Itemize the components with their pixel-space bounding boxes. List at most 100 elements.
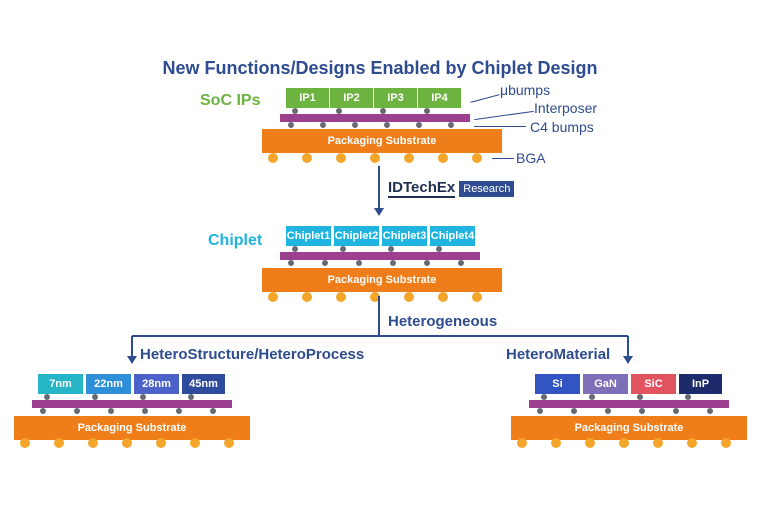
c4-bump	[571, 408, 577, 414]
c4-bump	[458, 260, 464, 266]
bga-ball	[585, 438, 595, 448]
material-chip: InP	[679, 374, 723, 394]
microbump	[436, 246, 442, 252]
bga-ball	[122, 438, 132, 448]
chiplet-chip: Chiplet4	[430, 226, 476, 246]
bga-ball	[404, 292, 414, 302]
microbump	[44, 394, 50, 400]
interposer	[280, 114, 470, 122]
chiplet-chip: Chiplet3	[382, 226, 428, 246]
chiplet-chip: Chiplet2	[334, 226, 380, 246]
bga-ball	[20, 438, 30, 448]
microbump	[292, 246, 298, 252]
bga-ball	[302, 292, 312, 302]
bga-ball	[687, 438, 697, 448]
c4-bump	[537, 408, 543, 414]
c4-bumps-callout: C4 bumps	[530, 119, 594, 135]
packaging-substrate: Packaging Substrate	[262, 129, 502, 153]
bga-ball	[336, 292, 346, 302]
microbump	[388, 246, 394, 252]
idtechex-logo: IDTechEx Research	[388, 179, 515, 198]
logo-wordmark: IDTechEx	[388, 179, 456, 198]
bga-ball	[54, 438, 64, 448]
c4-bump	[356, 260, 362, 266]
callout-line	[492, 158, 514, 159]
c4-bump	[40, 408, 46, 414]
heterostructure-label: HeteroStructure/HeteroProcess	[140, 346, 365, 363]
microbump	[589, 394, 595, 400]
process-chip: 22nm	[86, 374, 132, 394]
microbump	[637, 394, 643, 400]
callout-line	[474, 126, 526, 127]
process-chip: 28nm	[134, 374, 180, 394]
soc-chip: IP2	[330, 88, 374, 108]
interposer	[280, 252, 480, 260]
interposer-callout: Interposer	[534, 100, 598, 116]
c4-bump	[384, 122, 390, 128]
hetero-process-package: 7nm 22nm 28nm 45nm Packaging Substrate	[14, 374, 250, 448]
soc-chip: IP1	[286, 88, 330, 108]
microbump	[140, 394, 146, 400]
material-chip: GaN	[583, 374, 629, 394]
bga-ball	[190, 438, 200, 448]
microbump	[92, 394, 98, 400]
microbump	[292, 108, 298, 114]
c4-bump	[424, 260, 430, 266]
bga-ball	[370, 292, 380, 302]
bga-ball	[438, 292, 448, 302]
c4-bump	[605, 408, 611, 414]
soc-chip: IP4	[418, 88, 462, 108]
bga-ball	[268, 153, 278, 163]
c4-bump	[288, 122, 294, 128]
microbump	[340, 246, 346, 252]
c4-bump	[416, 122, 422, 128]
process-chip: 45nm	[182, 374, 226, 394]
soc-chip: IP3	[374, 88, 418, 108]
heteromaterial-label: HeteroMaterial	[506, 346, 611, 363]
microbumps-callout: μbumps	[500, 82, 551, 98]
process-chip: 7nm	[38, 374, 84, 394]
c4-bump	[74, 408, 80, 414]
microbump	[188, 394, 194, 400]
c4-bump	[673, 408, 679, 414]
bga-ball	[438, 153, 448, 163]
chiplet-package: Chiplet1 Chiplet2 Chiplet3 Chiplet4 Pack…	[262, 226, 502, 306]
material-chip: Si	[535, 374, 581, 394]
bga-ball	[619, 438, 629, 448]
bga-ball	[156, 438, 166, 448]
c4-bump	[352, 122, 358, 128]
c4-bump	[448, 122, 454, 128]
soc-ips-label: SoC IPs	[200, 92, 261, 109]
bga-ball	[517, 438, 527, 448]
soc-chip-row: IP1 IP2 IP3 IP4	[286, 88, 462, 108]
material-chip: SiC	[631, 374, 677, 394]
microbump	[336, 108, 342, 114]
microbump	[685, 394, 691, 400]
diagram-title: New Functions/Designs Enabled by Chiplet…	[162, 58, 598, 78]
branch-connector	[127, 296, 633, 364]
bga-ball	[336, 153, 346, 163]
c4-bump	[322, 260, 328, 266]
bga-ball	[88, 438, 98, 448]
bga-ball	[472, 153, 482, 163]
bga-ball	[551, 438, 561, 448]
bga-ball	[224, 438, 234, 448]
bga-ball	[302, 153, 312, 163]
microbump	[424, 108, 430, 114]
c4-bump	[176, 408, 182, 414]
c4-bump	[707, 408, 713, 414]
chiplet-label: Chiplet	[208, 232, 263, 249]
c4-bump	[390, 260, 396, 266]
interposer	[529, 400, 729, 408]
microbump	[380, 108, 386, 114]
bga-callout: BGA	[516, 150, 546, 166]
c4-bump	[108, 408, 114, 414]
down-arrow	[374, 166, 384, 216]
c4-bump	[639, 408, 645, 414]
c4-bump	[142, 408, 148, 414]
packaging-substrate: Packaging Substrate	[511, 416, 747, 440]
bga-ball	[653, 438, 663, 448]
packaging-substrate: Packaging Substrate	[262, 268, 502, 292]
logo-research-tag: Research	[459, 181, 515, 197]
packaging-substrate: Packaging Substrate	[14, 416, 250, 440]
